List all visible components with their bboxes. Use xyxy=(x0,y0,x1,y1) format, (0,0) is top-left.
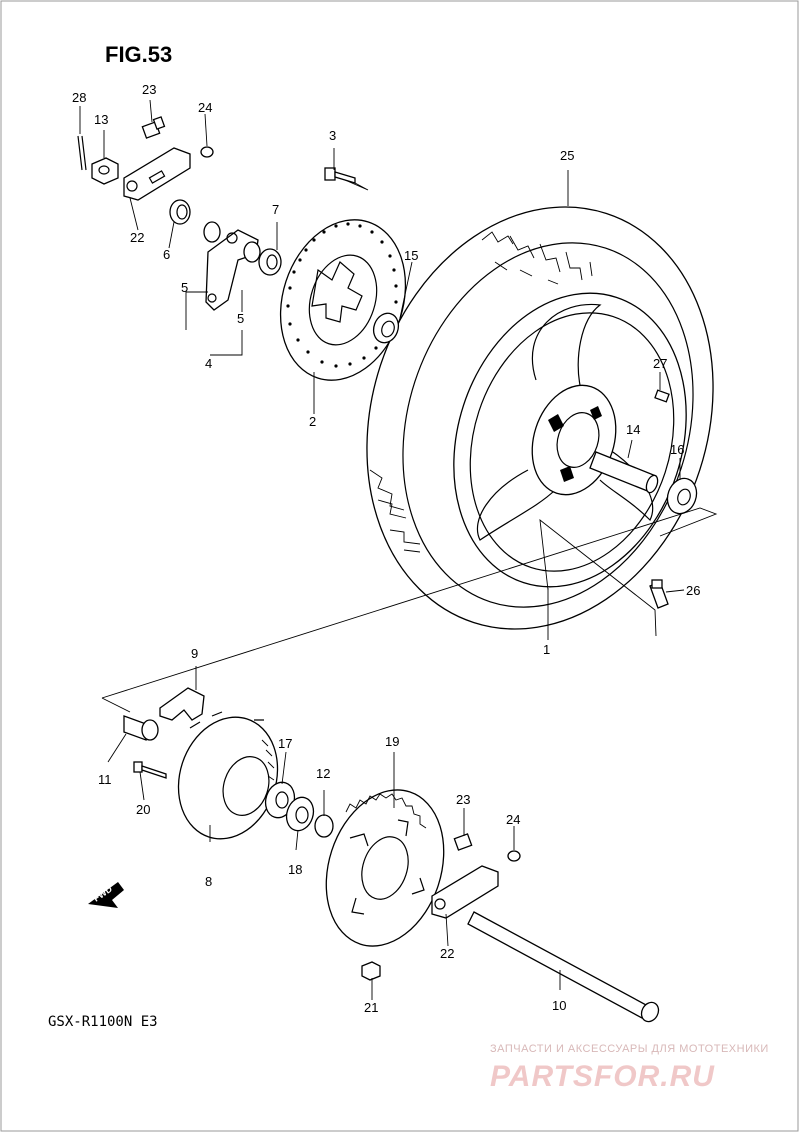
callout-11: 11 xyxy=(98,772,112,787)
axle-nut xyxy=(91,157,119,185)
disc-bolt xyxy=(324,167,356,184)
callout-5b: 5 xyxy=(237,311,244,326)
callout-25: 25 xyxy=(560,148,574,163)
sprocket-nut xyxy=(361,961,381,981)
leader-lines xyxy=(79,99,685,1000)
callout-1: 1 xyxy=(543,642,550,657)
callout-28: 28 xyxy=(72,90,86,105)
callout-8: 8 xyxy=(205,874,212,889)
callout-17: 17 xyxy=(278,736,292,751)
adjuster-bolt-lower xyxy=(453,833,473,851)
rear-sprocket xyxy=(325,789,445,947)
callout-20: 20 xyxy=(136,802,150,817)
callout-13: 13 xyxy=(94,112,108,127)
callout-24a: 24 xyxy=(198,100,212,115)
callout-5a: 5 xyxy=(181,280,188,295)
watermark-tagline: ЗАПЧАСТИ И АКСЕССУАРЫ ДЛЯ МОТОТЕХНИКИ xyxy=(490,1043,769,1055)
adjuster-nut-lower xyxy=(507,850,521,862)
sprocket-carrier xyxy=(177,711,279,840)
callout-27: 27 xyxy=(653,356,667,371)
callout-9: 9 xyxy=(191,646,198,661)
wheel-bearing xyxy=(666,477,698,515)
chain-adjuster-lower xyxy=(431,865,499,919)
carrier-spacer xyxy=(314,814,334,838)
callout-15: 15 xyxy=(404,248,418,263)
chain-adjuster-upper xyxy=(123,147,191,201)
callout-16: 16 xyxy=(670,442,684,457)
brake-disc xyxy=(279,219,407,381)
wheel-spacer xyxy=(589,451,659,494)
hub-damper xyxy=(159,687,205,721)
callout-numbers: 1 2 3 4 5 5 6 7 8 9 10 11 12 13 14 15 16… xyxy=(72,82,700,1015)
callout-3: 3 xyxy=(329,128,336,143)
callout-26: 26 xyxy=(686,583,700,598)
callout-18: 18 xyxy=(288,862,302,877)
callout-7: 7 xyxy=(272,202,279,217)
model-code: GSX-R1100N E3 xyxy=(48,1014,158,1030)
callout-22b: 22 xyxy=(440,946,454,961)
adjuster-bolt-upper xyxy=(141,116,166,139)
callout-10: 10 xyxy=(552,998,566,1013)
callout-2: 2 xyxy=(309,414,316,429)
fwd-arrow-icon: FWD xyxy=(88,882,124,908)
section-outline xyxy=(101,507,718,699)
carrier-seal xyxy=(285,796,315,832)
carrier-bearing xyxy=(264,781,296,819)
carrier-collar xyxy=(123,715,159,741)
callout-19: 19 xyxy=(385,734,399,749)
sprocket-stud xyxy=(133,761,167,779)
callout-23a: 23 xyxy=(142,82,156,97)
rear-wheel xyxy=(453,292,687,588)
callout-22a: 22 xyxy=(130,230,144,245)
rear-axle xyxy=(467,911,660,1023)
callout-21: 21 xyxy=(364,1000,378,1015)
callout-23b: 23 xyxy=(456,792,470,807)
callout-24b: 24 xyxy=(506,812,520,827)
tire-valve xyxy=(649,579,669,609)
cotter-pin xyxy=(77,135,87,171)
section-tick xyxy=(101,697,131,713)
callout-4: 4 xyxy=(205,356,212,371)
callout-14: 14 xyxy=(626,422,640,437)
adjuster-nut-upper xyxy=(200,146,214,158)
callout-6: 6 xyxy=(163,247,170,262)
dust-seal xyxy=(372,312,400,344)
callout-12: 12 xyxy=(316,766,330,781)
watermark: ЗАПЧАСТИ И АКСЕССУАРЫ ДЛЯ МОТОТЕХНИКИ PA… xyxy=(490,1043,769,1093)
left-spacers xyxy=(169,199,282,276)
figure-title: FIG.53 xyxy=(105,42,172,67)
watermark-brand: PARTSFOR.RU xyxy=(490,1060,715,1093)
